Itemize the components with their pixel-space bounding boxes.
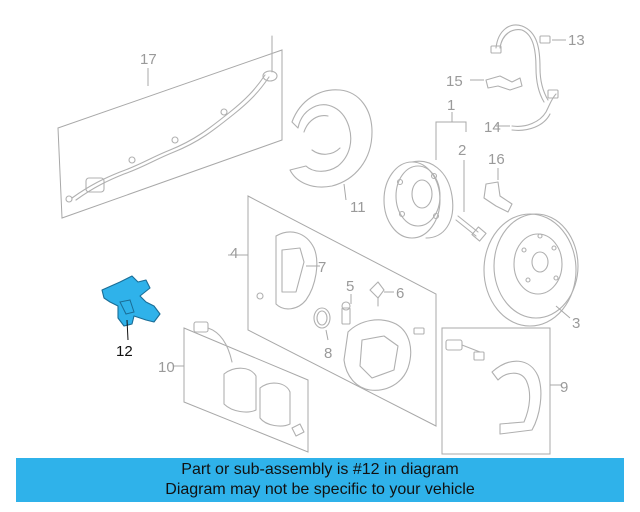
callout-2: 2 bbox=[458, 142, 466, 159]
callout-11: 11 bbox=[350, 199, 366, 216]
info-banner: Part or sub-assembly is #12 in diagram D… bbox=[16, 458, 624, 502]
banner-line-1: Part or sub-assembly is #12 in diagram bbox=[181, 461, 459, 478]
banner-line-2: Diagram may not be specific to your vehi… bbox=[165, 481, 475, 498]
callout-4: 4 bbox=[230, 245, 238, 262]
callout-9: 9 bbox=[560, 379, 568, 396]
callout-12: 12 bbox=[116, 343, 133, 360]
part-12-highlight-shape bbox=[101, 275, 161, 327]
callout-16: 16 bbox=[488, 151, 505, 168]
part-14-brake-line[interactable]: 14 bbox=[484, 89, 559, 136]
callout-3: 3 bbox=[572, 315, 580, 332]
callout-10: 10 bbox=[158, 359, 175, 376]
part-11-dust-shield[interactable]: 11 bbox=[289, 89, 373, 216]
callout-13: 13 bbox=[568, 32, 585, 49]
callout-5: 5 bbox=[346, 278, 354, 295]
callout-14: 14 bbox=[484, 119, 501, 136]
part-3-brake-rotor[interactable]: 3 bbox=[483, 213, 580, 332]
part-8-seal[interactable]: 8 bbox=[313, 307, 332, 362]
callout-6: 6 bbox=[396, 285, 404, 302]
part-7-caliper-piston[interactable]: 7 bbox=[306, 259, 326, 276]
part-17-sensor-wire-panel[interactable]: 17 bbox=[57, 35, 283, 219]
part-9-caliper-bracket-panel[interactable]: 9 bbox=[441, 327, 568, 455]
part-15-clip[interactable]: 15 bbox=[446, 73, 523, 91]
callout-7: 7 bbox=[318, 259, 326, 276]
part-1-wheel-hub[interactable]: 1 bbox=[383, 97, 467, 239]
part-10-brake-pads-panel[interactable]: 10 bbox=[158, 321, 309, 453]
part-2-hub-bolt[interactable]: 2 bbox=[455, 142, 487, 242]
part-12-sensor-bracket[interactable]: 12 bbox=[101, 275, 161, 360]
part-13-brake-hose[interactable]: 13 bbox=[490, 24, 585, 103]
callout-15: 15 bbox=[446, 73, 463, 90]
callout-1: 1 bbox=[447, 97, 455, 114]
callout-17: 17 bbox=[140, 51, 157, 68]
part-16-bracket[interactable]: 16 bbox=[483, 151, 513, 213]
part-5-guide-pin[interactable]: 5 bbox=[341, 278, 354, 325]
callout-8: 8 bbox=[324, 345, 332, 362]
part-6-bleeder[interactable]: 6 bbox=[369, 281, 404, 307]
